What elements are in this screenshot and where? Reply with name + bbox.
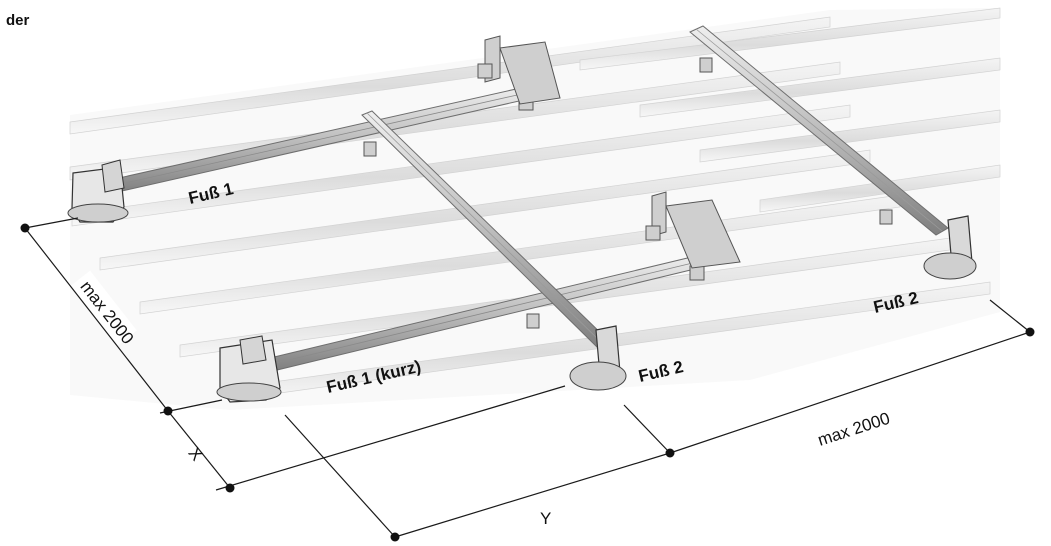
bracket-rear-1 bbox=[363, 35, 561, 157]
dimension-lines bbox=[24, 217, 1031, 538]
dimension-x: X bbox=[184, 444, 206, 465]
corner-text: der bbox=[6, 12, 30, 29]
dimension-y: Y bbox=[540, 509, 551, 528]
dimension-endpoints bbox=[20, 223, 1035, 542]
dimension-right: max 2000 bbox=[815, 409, 892, 450]
rail-diagonal-right bbox=[689, 25, 949, 236]
foot1-rear bbox=[67, 159, 129, 223]
foot2-front bbox=[569, 325, 627, 391]
bracket-rear-2 bbox=[526, 191, 741, 329]
foot1-front bbox=[216, 335, 282, 403]
bracket-right-rail bbox=[699, 57, 893, 225]
foot2-right bbox=[923, 215, 977, 280]
